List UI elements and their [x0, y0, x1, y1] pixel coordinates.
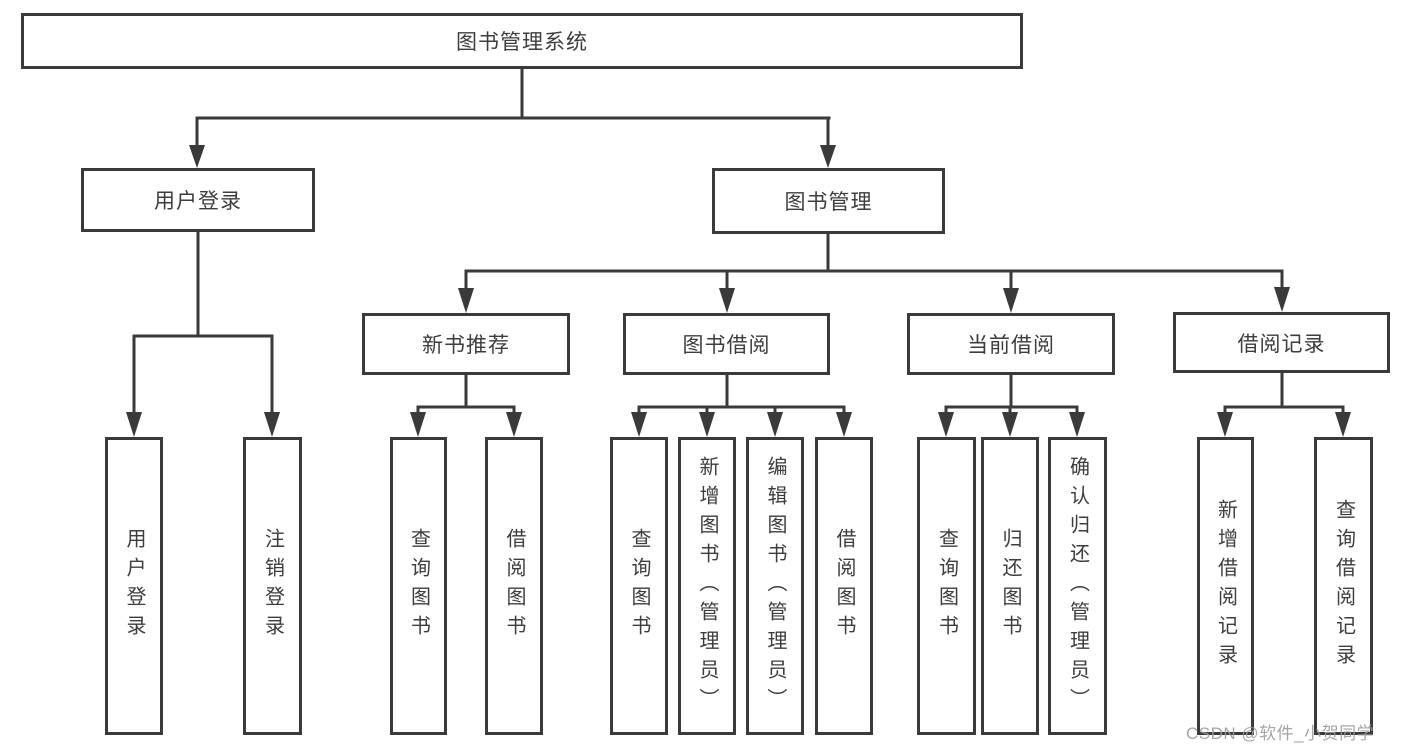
node-borrow-records: 借阅记录: [1173, 312, 1390, 373]
leaf-borrow-query: 查询图书: [610, 437, 668, 735]
leaf-borrow-add: 新增图书（管理员）: [678, 437, 736, 735]
node-current-borrow: 当前借阅: [907, 313, 1115, 375]
leaf-current-confirm: 确认归还（管理员）: [1048, 437, 1107, 735]
node-user-login: 用户登录: [81, 168, 315, 232]
leaf-borrow-borrow: 借阅图书: [815, 437, 873, 735]
node-root: 图书管理系统: [21, 13, 1023, 69]
leaf-current-query: 查询图书: [917, 437, 976, 735]
leaf-newbooks-query: 查询图书: [390, 437, 447, 735]
leaf-current-return: 归还图书: [981, 437, 1039, 735]
csdn-watermark: CSDN @软件_小贺同学: [1186, 724, 1375, 743]
leaf-newbooks-borrow: 借阅图书: [485, 437, 543, 735]
leaf-records-query: 查询借阅记录: [1314, 437, 1373, 735]
leaf-records-add: 新增借阅记录: [1197, 437, 1254, 735]
node-book-borrow: 图书借阅: [623, 313, 830, 375]
leaf-borrow-edit: 编辑图书（管理员）: [746, 437, 804, 735]
leaf-user-login: 用户登录: [105, 437, 163, 735]
leaf-logout: 注销登录: [243, 437, 302, 735]
node-book-mgmt: 图书管理: [712, 168, 945, 234]
node-new-books: 新书推荐: [362, 313, 570, 375]
